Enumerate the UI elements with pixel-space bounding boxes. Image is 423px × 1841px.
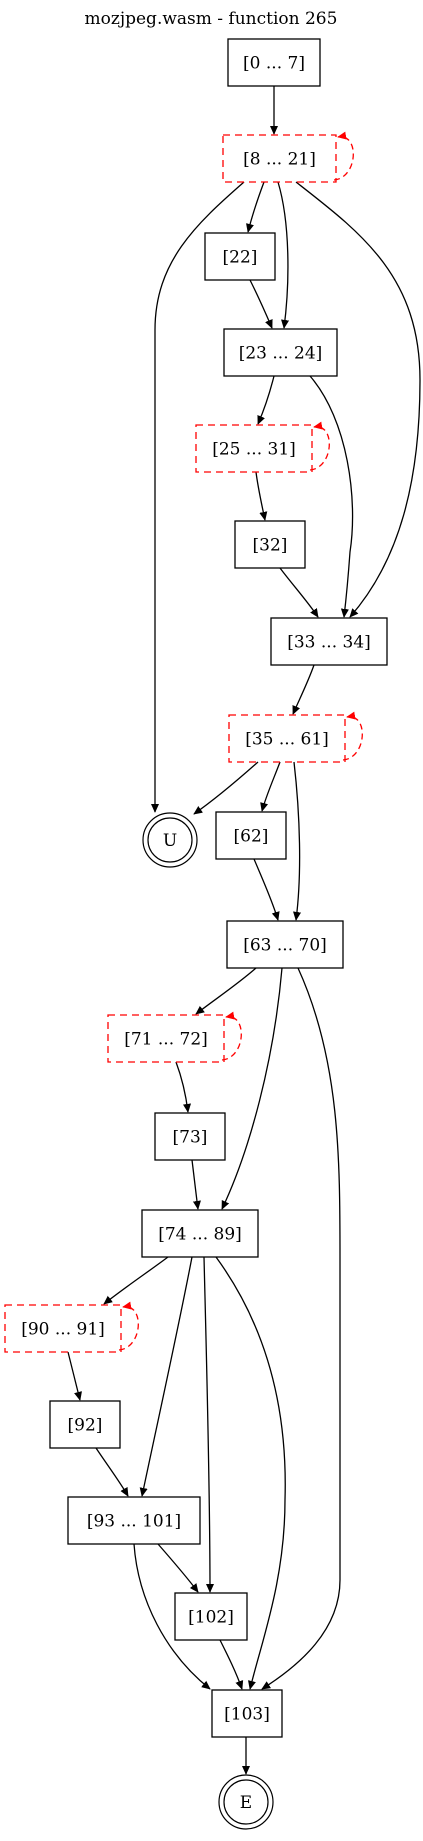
loop-block-box bbox=[195, 424, 313, 473]
edge-n8-to-n22 bbox=[246, 181, 265, 233]
graph-title: mozjpeg.wasm - function 265 bbox=[85, 9, 338, 29]
block-node-n73: [73] bbox=[154, 1112, 226, 1161]
self-loop-edge-n25 bbox=[309, 421, 330, 471]
node-label: [74 ... 89] bbox=[158, 1225, 242, 1245]
node-label: E bbox=[240, 1793, 252, 1813]
terminal-outer-ring bbox=[142, 812, 198, 868]
nodes-layer: [0 ... 7] [8 ... 21] [22] [23 ... 24] [25 ..… bbox=[4, 38, 388, 1830]
block-box bbox=[67, 1496, 201, 1545]
block-node-n35: [35 ... 61] bbox=[228, 714, 346, 763]
block-node-n8: [8 ... 21] bbox=[222, 134, 337, 183]
block-node-n23: [23 ... 24] bbox=[223, 328, 338, 377]
self-loop-edge-n35 bbox=[342, 711, 363, 761]
terminal-inner-ring bbox=[223, 1779, 269, 1825]
node-label: [90 ... 91] bbox=[21, 1320, 105, 1340]
block-box bbox=[215, 811, 287, 860]
block-node-n90: [90 ... 91] bbox=[4, 1304, 122, 1353]
edge-n93-to-n103 bbox=[133, 1543, 211, 1690]
edge-n74-to-n103 bbox=[215, 1256, 286, 1690]
edge-n22-to-n23 bbox=[249, 279, 273, 329]
block-box bbox=[154, 1112, 226, 1161]
node-label: [32] bbox=[253, 536, 288, 556]
edge-n74-to-n90 bbox=[103, 1256, 169, 1305]
self-loop-edge-n90 bbox=[118, 1301, 139, 1351]
block-node-n93: [93 ... 101] bbox=[67, 1496, 201, 1545]
node-label: [92] bbox=[68, 1416, 103, 1436]
block-node-n22: [22] bbox=[204, 232, 276, 281]
block-box bbox=[174, 1592, 248, 1641]
loop-block-box bbox=[222, 134, 337, 183]
block-box bbox=[211, 1689, 283, 1738]
node-label: [71 ... 72] bbox=[124, 1030, 208, 1050]
edge-n102-to-n103 bbox=[219, 1639, 244, 1690]
block-node-n0: [0 ... 7] bbox=[227, 38, 321, 87]
node-label: [103] bbox=[224, 1705, 270, 1725]
block-box bbox=[270, 617, 388, 666]
edge-n23-to-n25 bbox=[257, 375, 275, 425]
edge-n74-to-n102 bbox=[203, 1256, 215, 1593]
node-label: U bbox=[163, 831, 177, 851]
block-node-n103: [103] bbox=[211, 1689, 283, 1738]
block-node-n71: [71 ... 72] bbox=[107, 1014, 225, 1063]
block-box bbox=[223, 328, 338, 377]
node-label: [0 ... 7] bbox=[243, 54, 305, 74]
edges-layer bbox=[67, 86, 421, 1775]
edge-n23-to-n33 bbox=[309, 375, 354, 618]
edge-n35-to-n62 bbox=[260, 761, 281, 812]
node-label: [73] bbox=[173, 1128, 208, 1148]
edge-n74-to-n93 bbox=[139, 1256, 193, 1497]
edge-n90-to-n92 bbox=[67, 1351, 82, 1401]
edge-n93-to-n102 bbox=[157, 1543, 199, 1593]
block-box bbox=[141, 1209, 259, 1258]
node-label: [23 ... 24] bbox=[239, 344, 323, 364]
edge-n63-to-n74 bbox=[221, 967, 283, 1210]
terminal-node-nU: U bbox=[142, 812, 198, 868]
node-label: [25 ... 31] bbox=[212, 440, 296, 460]
node-label: [102] bbox=[188, 1608, 234, 1628]
block-box bbox=[226, 920, 344, 969]
edge-n33-to-n35 bbox=[292, 664, 315, 715]
edge-n62-to-n63 bbox=[253, 858, 280, 921]
edge-n73-to-n74 bbox=[191, 1159, 201, 1210]
edge-n35-to-nU bbox=[193, 761, 259, 815]
block-box bbox=[227, 38, 321, 87]
node-label: [63 ... 70] bbox=[243, 936, 327, 956]
edge-n8-to-nU bbox=[150, 181, 245, 813]
node-label: [22] bbox=[223, 248, 258, 268]
node-label: [8 ... 21] bbox=[243, 150, 316, 170]
node-label: [62] bbox=[234, 827, 269, 847]
block-box bbox=[49, 1400, 121, 1449]
block-node-n74: [74 ... 89] bbox=[141, 1209, 259, 1258]
loop-block-box bbox=[107, 1014, 225, 1063]
edge-n35-to-n63 bbox=[293, 761, 302, 921]
edge-n92-to-n93 bbox=[95, 1447, 129, 1497]
block-box bbox=[204, 232, 276, 281]
edge-n63-to-n103 bbox=[261, 967, 341, 1690]
terminal-node-nE: E bbox=[218, 1774, 274, 1830]
block-node-n102: [102] bbox=[174, 1592, 248, 1641]
terminal-outer-ring bbox=[218, 1774, 274, 1830]
block-node-n33: [33 ... 34] bbox=[270, 617, 388, 666]
self-loop-edge-n8 bbox=[333, 131, 354, 181]
block-node-n25: [25 ... 31] bbox=[195, 424, 313, 473]
edge-n8-to-n33 bbox=[295, 181, 421, 618]
block-node-n63: [63 ... 70] bbox=[226, 920, 344, 969]
self-loop-edge-n71 bbox=[221, 1011, 242, 1061]
node-label: [35 ... 61] bbox=[245, 730, 329, 750]
block-node-n92: [92] bbox=[49, 1400, 121, 1449]
loop-block-box bbox=[228, 714, 346, 763]
block-node-n32: [32] bbox=[234, 520, 306, 569]
edge-n8-to-n23 bbox=[277, 181, 290, 329]
edge-n63-to-n71 bbox=[195, 967, 257, 1015]
edge-n32-to-n33 bbox=[279, 567, 319, 618]
loop-block-box bbox=[4, 1304, 122, 1353]
node-label: [93 ... 101] bbox=[87, 1512, 181, 1532]
edge-n71-to-n73 bbox=[175, 1061, 192, 1113]
node-label: [33 ... 34] bbox=[287, 633, 371, 653]
terminal-inner-ring bbox=[147, 817, 193, 863]
edge-n25-to-n32 bbox=[255, 471, 268, 521]
block-node-n62: [62] bbox=[215, 811, 287, 860]
block-box bbox=[234, 520, 306, 569]
